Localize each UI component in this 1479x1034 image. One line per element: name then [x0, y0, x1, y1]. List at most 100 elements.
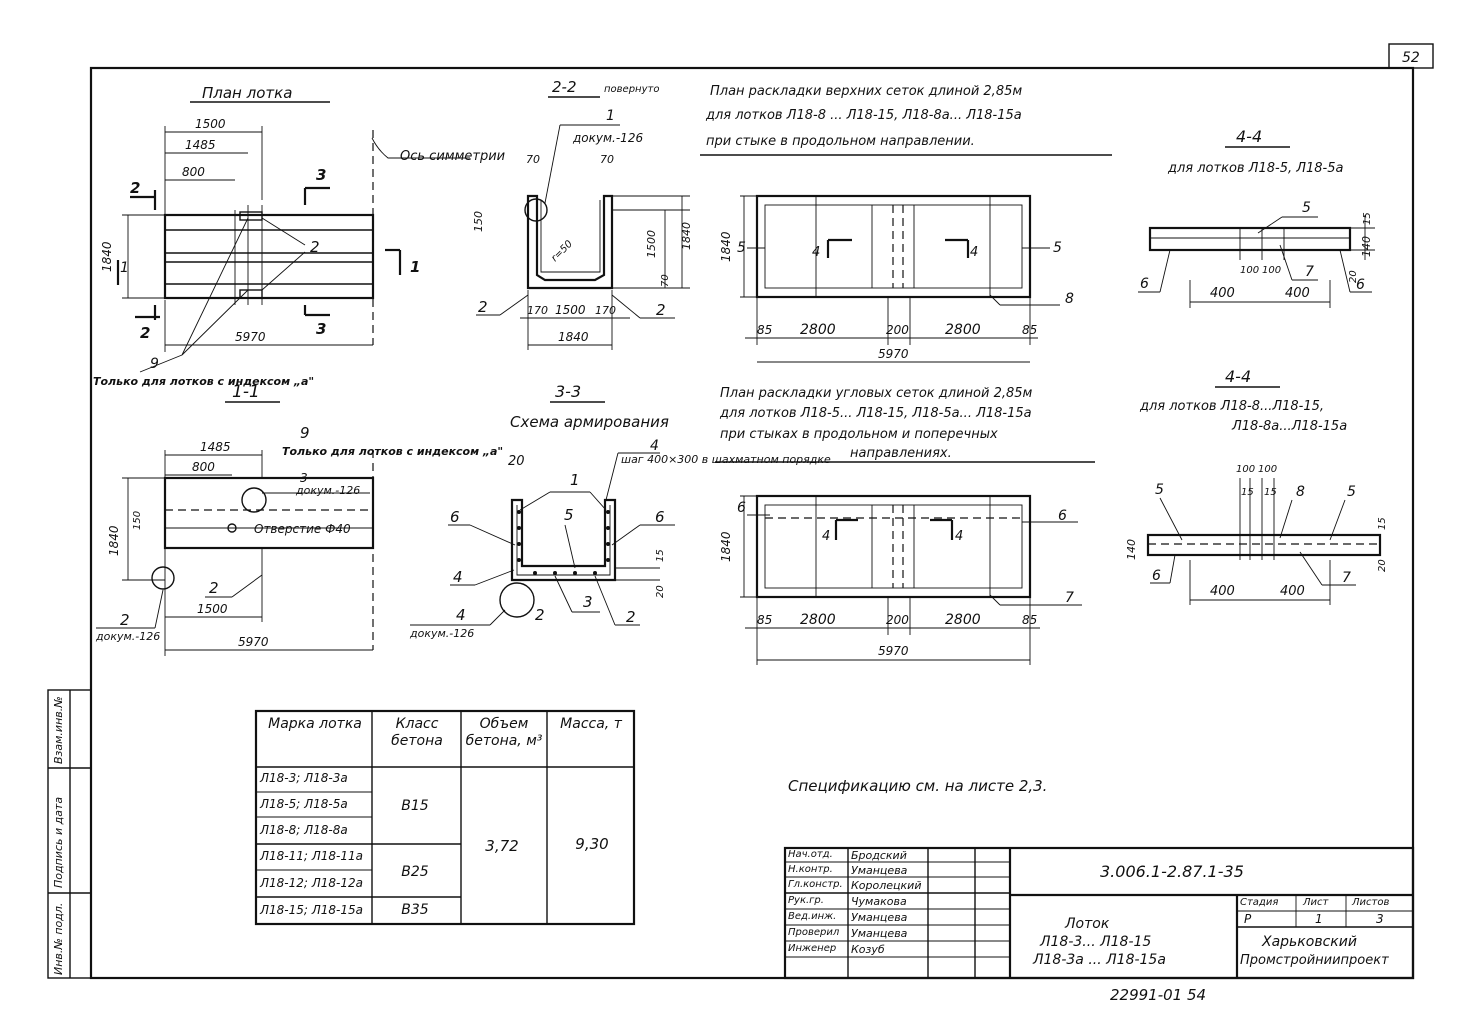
svg-text:2: 2 [310, 238, 320, 256]
svg-text:1500: 1500 [555, 303, 586, 317]
svg-text:План раскладки угловых сеток д: План раскладки угловых сеток длиной 2,85… [720, 386, 1033, 401]
svg-text:1485: 1485 [200, 440, 231, 454]
svg-text:9: 9 [150, 356, 159, 372]
plan-upper-mesh: План раскладки верхних сеток длиной 2,85… [700, 84, 1112, 363]
svg-text:докум.-126: докум.-126 [572, 131, 643, 145]
table-mass-value: 9,30 [575, 835, 609, 853]
svg-text:докум.-126: докум.-126 [95, 630, 160, 643]
tb-name: Чумакова [851, 895, 907, 908]
svg-text:6: 6 [655, 508, 665, 526]
tb-name: Уманцева [851, 927, 908, 940]
svg-text:4-4: 4-4 [1225, 367, 1251, 386]
svg-text:6: 6 [1058, 508, 1067, 524]
table-mark-row: Л18-3; Л18-3а [260, 771, 348, 785]
svg-text:5: 5 [564, 506, 574, 524]
svg-text:7: 7 [1305, 264, 1314, 280]
sheets-header: Листов [1352, 897, 1390, 908]
svg-text:3: 3 [316, 320, 326, 338]
svg-text:1: 1 [410, 258, 420, 276]
svg-text:140: 140 [1125, 539, 1138, 560]
svg-text:4: 4 [970, 245, 978, 260]
svg-text:1500: 1500 [195, 117, 226, 131]
stamp-signature: Подпись и дата [52, 797, 65, 888]
svg-text:5: 5 [1155, 482, 1164, 498]
svg-text:70: 70 [660, 274, 671, 287]
stamp-replace: Взам.инв.№ [52, 696, 65, 764]
svg-text:1840: 1840 [719, 531, 733, 562]
svg-text:85: 85 [1022, 613, 1037, 627]
svg-text:направлениях.: направлениях. [850, 446, 952, 461]
svg-text:5: 5 [1053, 240, 1062, 256]
sheet-frame [89, 66, 1415, 980]
tb-role: Проверил [788, 927, 840, 938]
svg-text:6: 6 [737, 500, 746, 516]
tb-role: Гл.констр. [788, 879, 843, 890]
svg-text:170: 170 [527, 304, 548, 317]
svg-text:r=50: r=50 [549, 239, 575, 265]
svg-text:2: 2 [478, 298, 488, 316]
svg-text:85: 85 [757, 613, 772, 627]
plan-corner-mesh: План раскладки угловых сеток длиной 2,85… [715, 386, 1095, 665]
table-mark-row: Л18-15; Л18-15а [260, 903, 363, 917]
svg-text:4-4: 4-4 [1236, 127, 1262, 146]
svg-text:4: 4 [456, 606, 466, 624]
svg-text:6: 6 [1140, 276, 1149, 292]
svg-text:Ось симметрии: Ось симметрии [400, 149, 505, 164]
tb-role: Н.контр. [788, 864, 833, 875]
svg-text:2: 2 [535, 606, 545, 624]
tb-role: Вед.инж. [788, 911, 837, 922]
svg-text:5: 5 [737, 240, 746, 256]
svg-text:1: 1 [570, 471, 580, 489]
svg-text:3: 3 [316, 166, 326, 184]
svg-text:Только для лотков с индексом „: Только для лотков с индексом „а" [93, 375, 314, 388]
section-2-2: 2-2 повернуто 1 докум.-126 70 70 150 150… [472, 78, 693, 350]
svg-text:15: 15 [1377, 517, 1388, 530]
table-mark-row: Л18-5; Л18-5а [260, 797, 348, 811]
svg-text:Отверстие Ф40: Отверстие Ф40 [254, 522, 351, 536]
sheets-value: 3 [1376, 912, 1384, 926]
sheet-header: Лист [1303, 897, 1329, 908]
svg-text:85: 85 [757, 323, 772, 337]
svg-text:800: 800 [192, 460, 215, 474]
svg-text:4: 4 [955, 529, 963, 544]
table-header-mass: Масса, т [560, 716, 622, 732]
svg-text:20: 20 [508, 454, 525, 469]
table-class-value: В35 [401, 902, 429, 918]
title-block-grid [783, 846, 1415, 980]
svg-text:2: 2 [140, 324, 150, 342]
svg-text:1840: 1840 [100, 241, 114, 272]
table-header-class: Класс бетона [391, 716, 443, 749]
svg-text:100: 100 [1258, 464, 1277, 475]
stamp-inv: Инв.№ подл. [52, 903, 65, 975]
section-4-4-b: 4-4 для лотков Л18-8...Л18-15, Л18-8а...… [1125, 367, 1388, 605]
svg-text:повернуто: повернуто [604, 84, 659, 95]
svg-text:докум.-126: докум.-126 [295, 484, 360, 497]
svg-text:1-1: 1-1 [232, 382, 260, 402]
svg-text:15: 15 [655, 549, 666, 562]
svg-text:План раскладки верхних сеток д: План раскладки верхних сеток длиной 2,85… [710, 84, 1022, 99]
svg-text:400: 400 [1280, 584, 1305, 599]
section-1-1: 1-1 1485 800 1840 150 1500 5970 9 Только… [95, 382, 503, 656]
table-header-volume: Объем бетона, м³ [465, 716, 543, 749]
svg-text:70: 70 [526, 153, 540, 166]
svg-text:4: 4 [812, 245, 820, 260]
svg-text:2: 2 [656, 301, 666, 319]
svg-text:100: 100 [1262, 265, 1281, 276]
svg-text:2: 2 [209, 579, 219, 597]
svg-text:1: 1 [606, 108, 615, 124]
tb-role: Нач.отд. [788, 849, 833, 860]
tb-name: Королецкий [851, 879, 922, 892]
svg-text:4: 4 [453, 568, 463, 586]
plan-lotka: План лотка 1500 1485 800 1840 5970 Ось с… [93, 84, 505, 388]
svg-text:2800: 2800 [945, 322, 981, 338]
section-3-3: 3-3 Схема армирования 20 15 20 шаг 400×3… [409, 382, 831, 640]
tb-role: Рук.гр. [788, 895, 824, 906]
svg-text:для лотков Л18-5, Л18-5а: для лотков Л18-5, Л18-5а [1167, 161, 1344, 176]
svg-text:85: 85 [1022, 323, 1037, 337]
svg-text:Схема армирования: Схема армирования [510, 413, 669, 431]
svg-text:7: 7 [1065, 590, 1074, 606]
svg-text:100: 100 [1240, 265, 1259, 276]
svg-text:20: 20 [655, 585, 666, 598]
tb-name: Уманцева [851, 864, 908, 877]
